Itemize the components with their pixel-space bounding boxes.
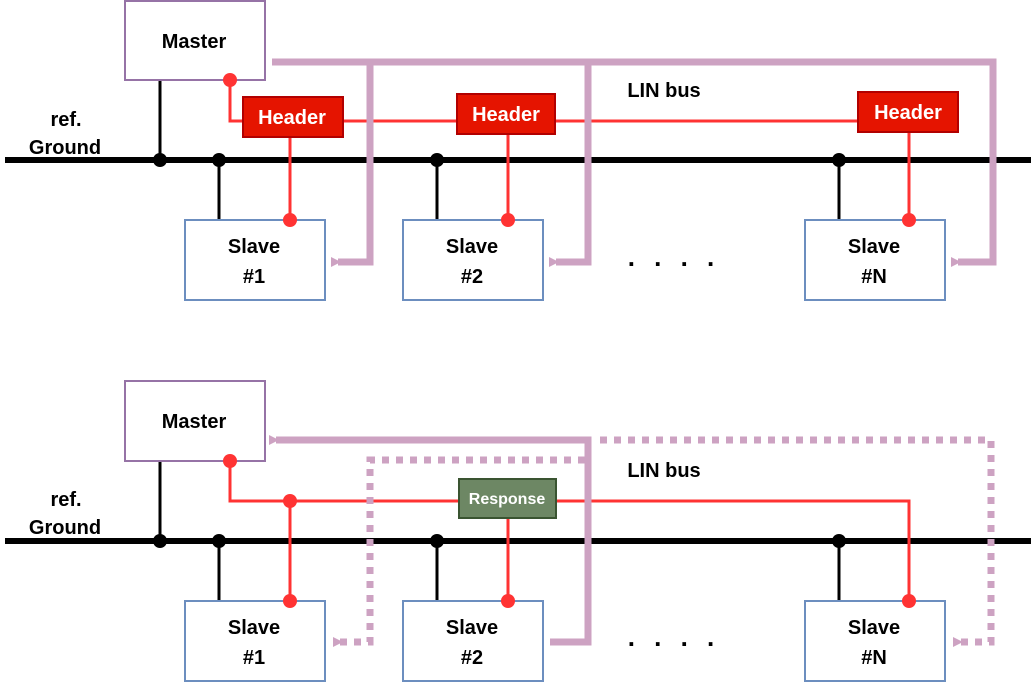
slave-label-line2: #1: [243, 266, 265, 288]
slave1-signal-port: [283, 213, 297, 227]
slave-node-2: Slave #2: [402, 600, 544, 682]
junction-dot: [430, 153, 444, 167]
lin-signal-line: [228, 80, 909, 123]
slave-node-n: Slave #N: [804, 219, 946, 301]
slave-label-line2: #1: [243, 647, 265, 669]
master-node: Master: [124, 380, 266, 462]
ellipsis: . . . .: [628, 622, 721, 652]
flow-response-to-master: [269, 435, 592, 646]
slaveN-signal-port: [902, 213, 916, 227]
slave-label-line2: #2: [461, 266, 483, 288]
master-label: Master: [162, 31, 227, 53]
slave-label-line1: Slave: [848, 236, 900, 258]
header-phase-diagram: ref. Ground Master Header: [5, 0, 1031, 301]
junction-dot: [430, 534, 444, 548]
lin-bus-label: LIN bus: [627, 80, 700, 102]
slave-label-line1: Slave: [228, 617, 280, 639]
master-signal-port: [223, 73, 237, 87]
junction-dot: [153, 534, 167, 548]
flow-branch-slave2: [549, 62, 592, 267]
slave-label-line2: #2: [461, 647, 483, 669]
slave-label-line1: Slave: [446, 236, 498, 258]
ground-label-line2: Ground: [29, 137, 101, 159]
response-frame: Response: [458, 478, 557, 519]
master-box: [124, 0, 266, 81]
slaveN-signal-port: [902, 594, 916, 608]
slave-label-line1: Slave: [446, 617, 498, 639]
master-label: Master: [162, 411, 227, 433]
ground-label-line1: ref.: [50, 109, 81, 131]
ellipsis: . . . .: [628, 242, 721, 272]
flow-branch-slave1: [331, 62, 374, 267]
slave-node-1: Slave #1: [184, 219, 326, 301]
lin-signal-line: [228, 461, 911, 601]
slave-node-n: Slave #N: [804, 600, 946, 682]
slave-label-line1: Slave: [228, 236, 280, 258]
header-frame-label: Header: [874, 102, 942, 124]
response-frame-label: Response: [469, 491, 546, 508]
junction-dot: [212, 153, 226, 167]
header-frame-1: Header: [242, 96, 344, 138]
flow-trunk: [272, 58, 997, 267]
slave-label-line2: #N: [861, 647, 887, 669]
master-box: [124, 380, 266, 462]
junction-dot: [832, 534, 846, 548]
flow-response-to-slave1: [333, 456, 585, 647]
slave-node-1: Slave #1: [184, 600, 326, 682]
slave2-signal-port: [501, 594, 515, 608]
junction-dot: [832, 153, 846, 167]
ground-label-line2: Ground: [29, 517, 101, 539]
slave-label-line1: Slave: [848, 617, 900, 639]
slave-node-2: Slave #2: [402, 219, 544, 301]
master-node: Master: [124, 0, 266, 81]
junction-dot: [212, 534, 226, 548]
header-frame-label: Header: [472, 104, 540, 126]
header-frame-2: Header: [456, 93, 556, 135]
header-frame-3: Header: [857, 91, 959, 133]
ground-label-line1: ref.: [50, 489, 81, 511]
slave1-signal-port: [283, 594, 297, 608]
response-phase-diagram: ref. Ground Master Response LIN bus: [5, 380, 1031, 682]
signal-junction-dot: [283, 494, 297, 508]
flow-response-to-slaveN: [600, 436, 995, 647]
slave-label-line2: #N: [861, 266, 887, 288]
lin-bus-label: LIN bus: [627, 460, 700, 482]
master-signal-port: [223, 454, 237, 468]
junction-dot: [153, 153, 167, 167]
slave2-signal-port: [501, 213, 515, 227]
header-frame-label: Header: [258, 107, 326, 129]
